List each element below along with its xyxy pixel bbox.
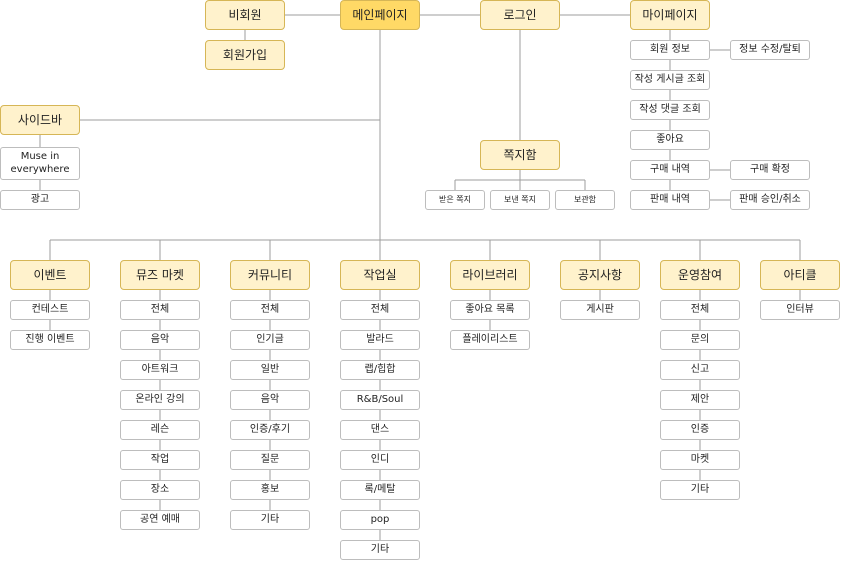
guest-node: 비회원 bbox=[205, 0, 285, 30]
sales-node: 판매 내역 bbox=[630, 190, 710, 210]
category-item: 좋아요 목록 bbox=[450, 300, 530, 320]
category-header-operation: 운영참여 bbox=[660, 260, 740, 290]
purchases-node: 구매 내역 bbox=[630, 160, 710, 180]
category-item: 인기글 bbox=[230, 330, 310, 350]
sent-messages-node: 보낸 쪽지 bbox=[490, 190, 550, 210]
category-item: 록/메탈 bbox=[340, 480, 420, 500]
likes-node: 좋아요 bbox=[630, 130, 710, 150]
category-item: 인디 bbox=[340, 450, 420, 470]
category-item: 질문 bbox=[230, 450, 310, 470]
category-item: 댄스 bbox=[340, 420, 420, 440]
category-item: 랩/힙합 bbox=[340, 360, 420, 380]
category-item: 전체 bbox=[660, 300, 740, 320]
category-item: 음악 bbox=[120, 330, 200, 350]
confirm-purchase-node: 구매 확정 bbox=[730, 160, 810, 180]
category-item: 일반 bbox=[230, 360, 310, 380]
sidebar-node: 사이드바 bbox=[0, 105, 80, 135]
category-item: pop bbox=[340, 510, 420, 530]
message-storage-node: 보관함 bbox=[555, 190, 615, 210]
category-item: R&B/Soul bbox=[340, 390, 420, 410]
category-item: 문의 bbox=[660, 330, 740, 350]
category-item: 기타 bbox=[660, 480, 740, 500]
messages-node: 쪽지함 bbox=[480, 140, 560, 170]
category-item: 발라드 bbox=[340, 330, 420, 350]
category-item: 인증/후기 bbox=[230, 420, 310, 440]
login-node: 로그인 bbox=[480, 0, 560, 30]
category-header-market: 뮤즈 마켓 bbox=[120, 260, 200, 290]
category-item: 컨테스트 bbox=[10, 300, 90, 320]
edit-profile-node: 정보 수정/탈퇴 bbox=[730, 40, 810, 60]
my-comments-node: 작성 댓글 조회 bbox=[630, 100, 710, 120]
category-item: 작업 bbox=[120, 450, 200, 470]
category-item: 음악 bbox=[230, 390, 310, 410]
category-header-article: 아티클 bbox=[760, 260, 840, 290]
category-item: 기타 bbox=[340, 540, 420, 560]
category-item: 전체 bbox=[340, 300, 420, 320]
category-item: 온라인 강의 bbox=[120, 390, 200, 410]
category-item: 장소 bbox=[120, 480, 200, 500]
member-info-node: 회원 정보 bbox=[630, 40, 710, 60]
category-item: 홍보 bbox=[230, 480, 310, 500]
ads-node: 광고 bbox=[0, 190, 80, 210]
category-item: 전체 bbox=[120, 300, 200, 320]
category-item: 전체 bbox=[230, 300, 310, 320]
category-header-community: 커뮤니티 bbox=[230, 260, 310, 290]
category-item: 제안 bbox=[660, 390, 740, 410]
main-page-node: 메인페이지 bbox=[340, 0, 420, 30]
category-item: 진행 이벤트 bbox=[10, 330, 90, 350]
mypage-node: 마이페이지 bbox=[630, 0, 710, 30]
category-header-event: 이벤트 bbox=[10, 260, 90, 290]
category-item: 신고 bbox=[660, 360, 740, 380]
signup-node: 회원가입 bbox=[205, 40, 285, 70]
category-item: 게시판 bbox=[560, 300, 640, 320]
category-header-studio: 작업실 bbox=[340, 260, 420, 290]
received-messages-node: 받은 쪽지 bbox=[425, 190, 485, 210]
approve-sale-node: 판매 승인/취소 bbox=[730, 190, 810, 210]
category-item: 아트워크 bbox=[120, 360, 200, 380]
category-item: 레슨 bbox=[120, 420, 200, 440]
muse-everywhere-node: Muse in everywhere bbox=[0, 147, 80, 180]
category-header-library: 라이브러리 bbox=[450, 260, 530, 290]
category-item: 마켓 bbox=[660, 450, 740, 470]
category-header-notice: 공지사항 bbox=[560, 260, 640, 290]
category-item: 플레이리스트 bbox=[450, 330, 530, 350]
category-item: 기타 bbox=[230, 510, 310, 530]
category-item: 공연 예매 bbox=[120, 510, 200, 530]
category-item: 인증 bbox=[660, 420, 740, 440]
my-posts-node: 작성 게시글 조회 bbox=[630, 70, 710, 90]
category-item: 인터뷰 bbox=[760, 300, 840, 320]
